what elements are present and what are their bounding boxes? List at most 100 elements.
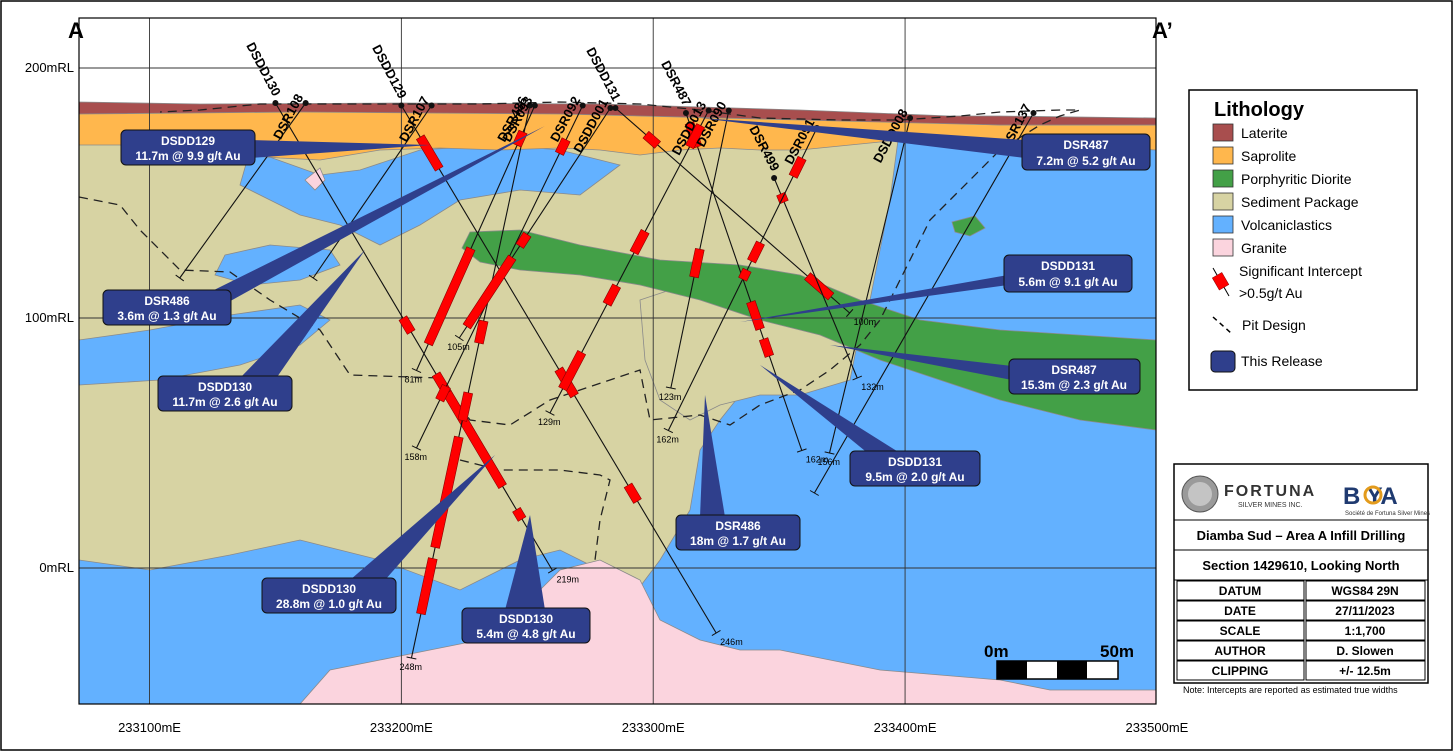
significant-intercept — [457, 391, 474, 422]
drill-hole-dsdd008[interactable]: 156m — [818, 115, 914, 467]
end-of-hole-tick — [665, 386, 676, 390]
end-of-hole-tick — [545, 410, 555, 416]
end-of-hole-tick — [308, 274, 318, 282]
significant-intercept — [746, 300, 765, 331]
depth-label: 129m — [538, 417, 561, 427]
callout-dsr486-1[interactable]: DSR486 3.6m @ 1.3 g/t Au — [102, 126, 545, 326]
drill-hole-dsr108[interactable] — [175, 100, 309, 282]
boya-sun-icon — [1363, 485, 1383, 505]
callout-title: DSR487 — [1063, 138, 1109, 152]
title-block-value: WGS84 29N — [1331, 584, 1398, 598]
callout-dsdd130-2[interactable]: DSDD130 28.8m @ 1.0 g/t Au — [261, 455, 495, 614]
drill-hole-dsdd013[interactable]: 129m — [538, 107, 712, 428]
callout-title: DSDD130 — [198, 380, 252, 394]
callout-dsdd130-3[interactable]: DSDD130 5.4m @ 4.8 g/t Au — [461, 515, 591, 644]
drill-hole-dsr091[interactable]: 162m — [656, 125, 820, 445]
legend-swatch-saprolite — [1212, 146, 1234, 165]
y-tick-label: 100mRL — [25, 310, 74, 325]
callout-dsdd131-1[interactable]: DSDD131 9.5m @ 2.0 g/t Au — [760, 365, 981, 487]
callout-title: DSDD131 — [1041, 259, 1095, 273]
drill-trace — [685, 112, 803, 451]
callout-value: 5.6m @ 9.1 g/t Au — [1018, 275, 1117, 289]
callout-dsdd130-1[interactable]: DSDD130 11.7m @ 2.6 g/t Au — [157, 250, 365, 412]
title-block-value-cell — [1305, 600, 1426, 621]
legend-label: Sediment Package — [1241, 194, 1359, 210]
callout-title: DSR487 — [1051, 363, 1097, 377]
significant-intercept — [623, 482, 642, 504]
drill-trace — [179, 102, 307, 279]
callout-dsr487-1[interactable]: DSR487 15.3m @ 2.3 g/t Au — [830, 345, 1141, 395]
legend-label: Granite — [1241, 240, 1287, 256]
collar-marker — [682, 110, 689, 116]
x-tick-label: 233200mE — [370, 720, 433, 735]
legend-intercept-label: Significant Intercept — [1239, 263, 1362, 279]
title-block-value: +/- 12.5m — [1339, 664, 1391, 678]
depth-label: 81m — [404, 375, 422, 385]
plot-border — [78, 17, 1157, 705]
x-tick-label: 233500mE — [1125, 720, 1188, 735]
significant-intercept — [758, 337, 775, 358]
laterite-layer — [79, 101, 1156, 126]
callout-dsdd131-2[interactable]: DSDD131 5.6m @ 9.1 g/t Au — [740, 254, 1133, 322]
drill-hole-dsr107[interactable] — [308, 102, 435, 282]
callout-dsr487-2[interactable]: DSR487 7.2m @ 5.2 g/t Au — [700, 118, 1151, 171]
legend-pit-label: Pit Design — [1242, 317, 1306, 333]
callout-value: 11.7m @ 9.9 g/t Au — [135, 149, 240, 163]
title-block-label-cell — [1176, 620, 1305, 641]
callout-value: 28.8m @ 1.0 g/t Au — [276, 597, 382, 611]
x-tick-label: 233100mE — [118, 720, 181, 735]
depth-label: 162m — [806, 455, 829, 465]
significant-intercept — [423, 246, 476, 347]
drill-hole-dsdd001[interactable]: 105m — [447, 105, 614, 352]
legend-label: Porphyritic Diorite — [1241, 171, 1352, 187]
depth-label: 100m — [854, 317, 877, 327]
collar-marker — [398, 102, 405, 109]
depth-label: 158m — [404, 452, 427, 462]
legend-label: Volcaniclastics — [1241, 217, 1332, 233]
title-block-label-cell — [1176, 660, 1305, 681]
title-block-label: DATUM — [1219, 584, 1261, 598]
callout-dsr486-2[interactable]: DSR486 18m @ 1.7 g/t Au — [675, 395, 801, 551]
title-block-label: DATE — [1224, 604, 1256, 618]
legend-pit-design: Pit Design — [1212, 316, 1306, 334]
significant-intercept — [558, 350, 587, 392]
x-tick-label: 233300mE — [622, 720, 685, 735]
significant-intercept — [738, 267, 752, 282]
callout-title: DSDD131 — [888, 455, 942, 469]
end-of-hole-tick — [411, 368, 422, 373]
scale-bar-start: 0m — [984, 642, 1009, 661]
section-plot: 219m246m248m81m158m105m162m129m123m100m1… — [79, 18, 1156, 704]
title-block-value: D. Slowen — [1336, 644, 1393, 658]
significant-intercept — [747, 240, 765, 264]
granite-body — [299, 559, 1156, 704]
drill-hole-dsr090[interactable]: 123m — [659, 107, 732, 403]
drill-hole-dsr499[interactable]: 132m — [771, 175, 884, 392]
depth-label: 246m — [720, 637, 743, 647]
title-block-label-cell — [1176, 580, 1305, 601]
collar-marker — [526, 102, 533, 109]
depth-label: 132m — [861, 382, 884, 392]
x-tick-label: 233400mE — [874, 720, 937, 735]
significant-intercept — [788, 155, 807, 179]
drill-hole-traces: 219m246m248m81m158m105m162m129m123m100m1… — [175, 100, 1037, 673]
significant-intercept — [435, 383, 451, 403]
collar-marker — [612, 105, 619, 111]
end-of-hole-tick — [852, 375, 863, 381]
title-block-label: AUTHOR — [1214, 644, 1266, 658]
pit-design-inner — [459, 459, 611, 561]
title-block-value: 1:1,700 — [1345, 624, 1386, 638]
collar-marker — [771, 175, 778, 181]
drill-hole-dsr093[interactable]: 81m — [404, 102, 538, 385]
collar-marker — [725, 107, 732, 114]
significant-intercept — [689, 247, 705, 279]
callout-dsdd129-1[interactable]: DSDD129 11.7m @ 9.9 g/t Au — [120, 129, 430, 166]
callout-value: 3.6m @ 1.3 g/t Au — [117, 309, 216, 323]
drill-hole-dsr486[interactable]: 248m — [399, 102, 533, 673]
depth-label: 219m — [556, 575, 579, 585]
callout-value: 7.2m @ 5.2 g/t Au — [1036, 154, 1135, 168]
depth-label: 105m — [447, 342, 470, 352]
significant-intercept — [416, 557, 438, 616]
end-of-hole-tick — [175, 274, 185, 282]
